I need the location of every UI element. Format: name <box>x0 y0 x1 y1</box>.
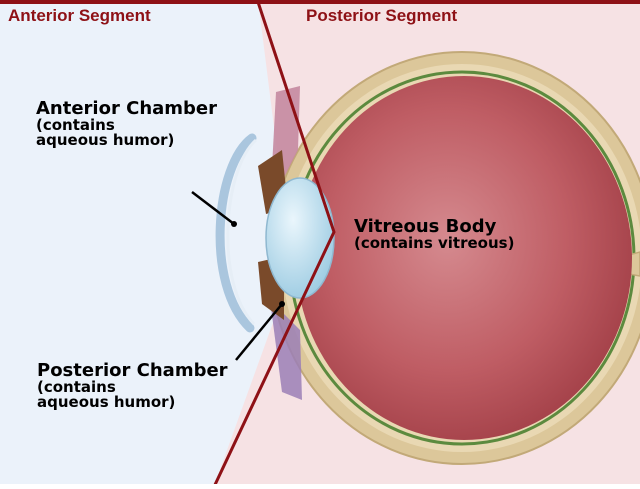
anterior-segment-title: Anterior Segment <box>8 6 151 26</box>
anterior-chamber-label: Anterior Chamber (contains aqueous humor… <box>36 100 217 148</box>
posterior-chamber-label: Posterior Chamber (contains aqueous humo… <box>37 362 228 410</box>
lens <box>266 178 334 298</box>
posterior-chamber-note-2: aqueous humor) <box>37 395 228 410</box>
posterior-segment-title: Posterior Segment <box>306 6 457 26</box>
vitreous-body-label: Vitreous Body (contains vitreous) <box>354 218 514 251</box>
top-border <box>0 0 640 4</box>
anterior-chamber-note-2: aqueous humor) <box>36 133 217 148</box>
bottom-border <box>0 484 640 489</box>
anterior-chamber-pointer-dot <box>231 221 237 227</box>
vitreous-chamber <box>296 76 632 440</box>
vitreous-body-note: (contains vitreous) <box>354 236 514 251</box>
posterior-chamber-pointer-dot <box>279 301 285 307</box>
